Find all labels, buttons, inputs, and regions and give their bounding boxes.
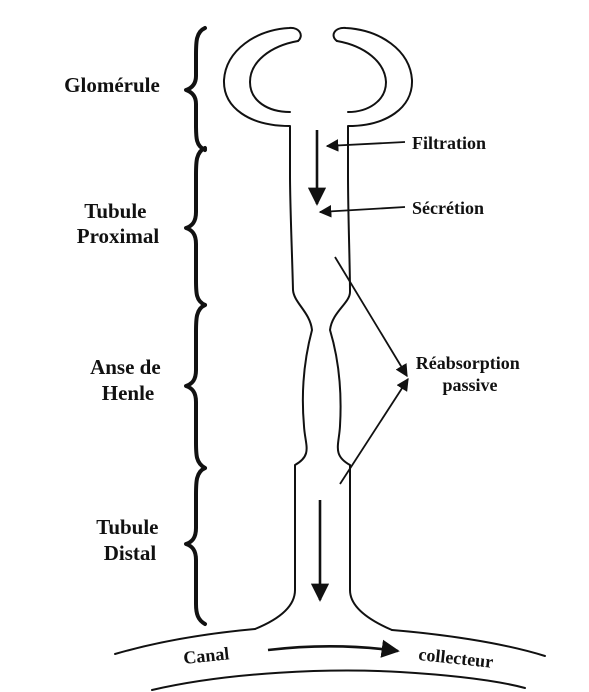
label-collecteur: collecteur xyxy=(418,644,495,672)
label-anse-de-henle: Anse de Henle xyxy=(90,355,166,405)
process-arrows xyxy=(320,142,408,484)
label-reabsorption-line1: Réabsorption xyxy=(416,353,520,373)
label-glomerule: Glomérule xyxy=(64,73,160,97)
bowman-capsule-inner-right xyxy=(337,41,386,112)
label-secretion: Sécrétion xyxy=(412,198,484,218)
label-tubule-distal-line2: Distal xyxy=(104,541,157,565)
collecting-duct-bottom-wall xyxy=(152,671,525,690)
label-filtration: Filtration xyxy=(412,133,486,153)
brace-tubule-distal xyxy=(186,468,205,624)
label-reabsorption: Réabsorption passive xyxy=(416,353,525,395)
brace-anse-de-henle xyxy=(186,305,205,468)
flow-arrow-canal xyxy=(268,646,398,651)
reabsorption-arrow-upper xyxy=(335,257,407,376)
process-labels: Filtration Sécrétion Réabsorption passiv… xyxy=(412,133,524,395)
label-reabsorption-line2: passive xyxy=(442,375,497,395)
label-canal: Canal xyxy=(182,643,230,668)
reabsorption-arrow-lower xyxy=(340,379,408,484)
label-tubule-proximal: Tubule Proximal xyxy=(77,199,160,248)
label-tubule-distal-line1: Tubule xyxy=(96,515,158,539)
brace-tubule-proximal xyxy=(186,148,205,305)
secretion-arrow xyxy=(320,207,405,212)
segment-labels: Glomérule Tubule Proximal Anse de Henle … xyxy=(64,73,166,565)
label-tubule-proximal-line1: Tubule xyxy=(84,199,146,223)
label-tubule-distal: Tubule Distal xyxy=(96,515,164,565)
filtration-arrow xyxy=(327,142,405,146)
bowman-capsule-outer-right xyxy=(330,28,412,630)
label-anse-de-henle-line1: Anse de xyxy=(90,355,161,379)
bowman-capsule-inner-left xyxy=(250,41,298,112)
label-anse-de-henle-line2: Henle xyxy=(102,381,155,405)
brace-glomerule xyxy=(186,28,205,150)
segment-braces xyxy=(186,28,205,624)
bowman-capsule-outer xyxy=(224,28,312,629)
label-tubule-proximal-line2: Proximal xyxy=(77,224,160,248)
